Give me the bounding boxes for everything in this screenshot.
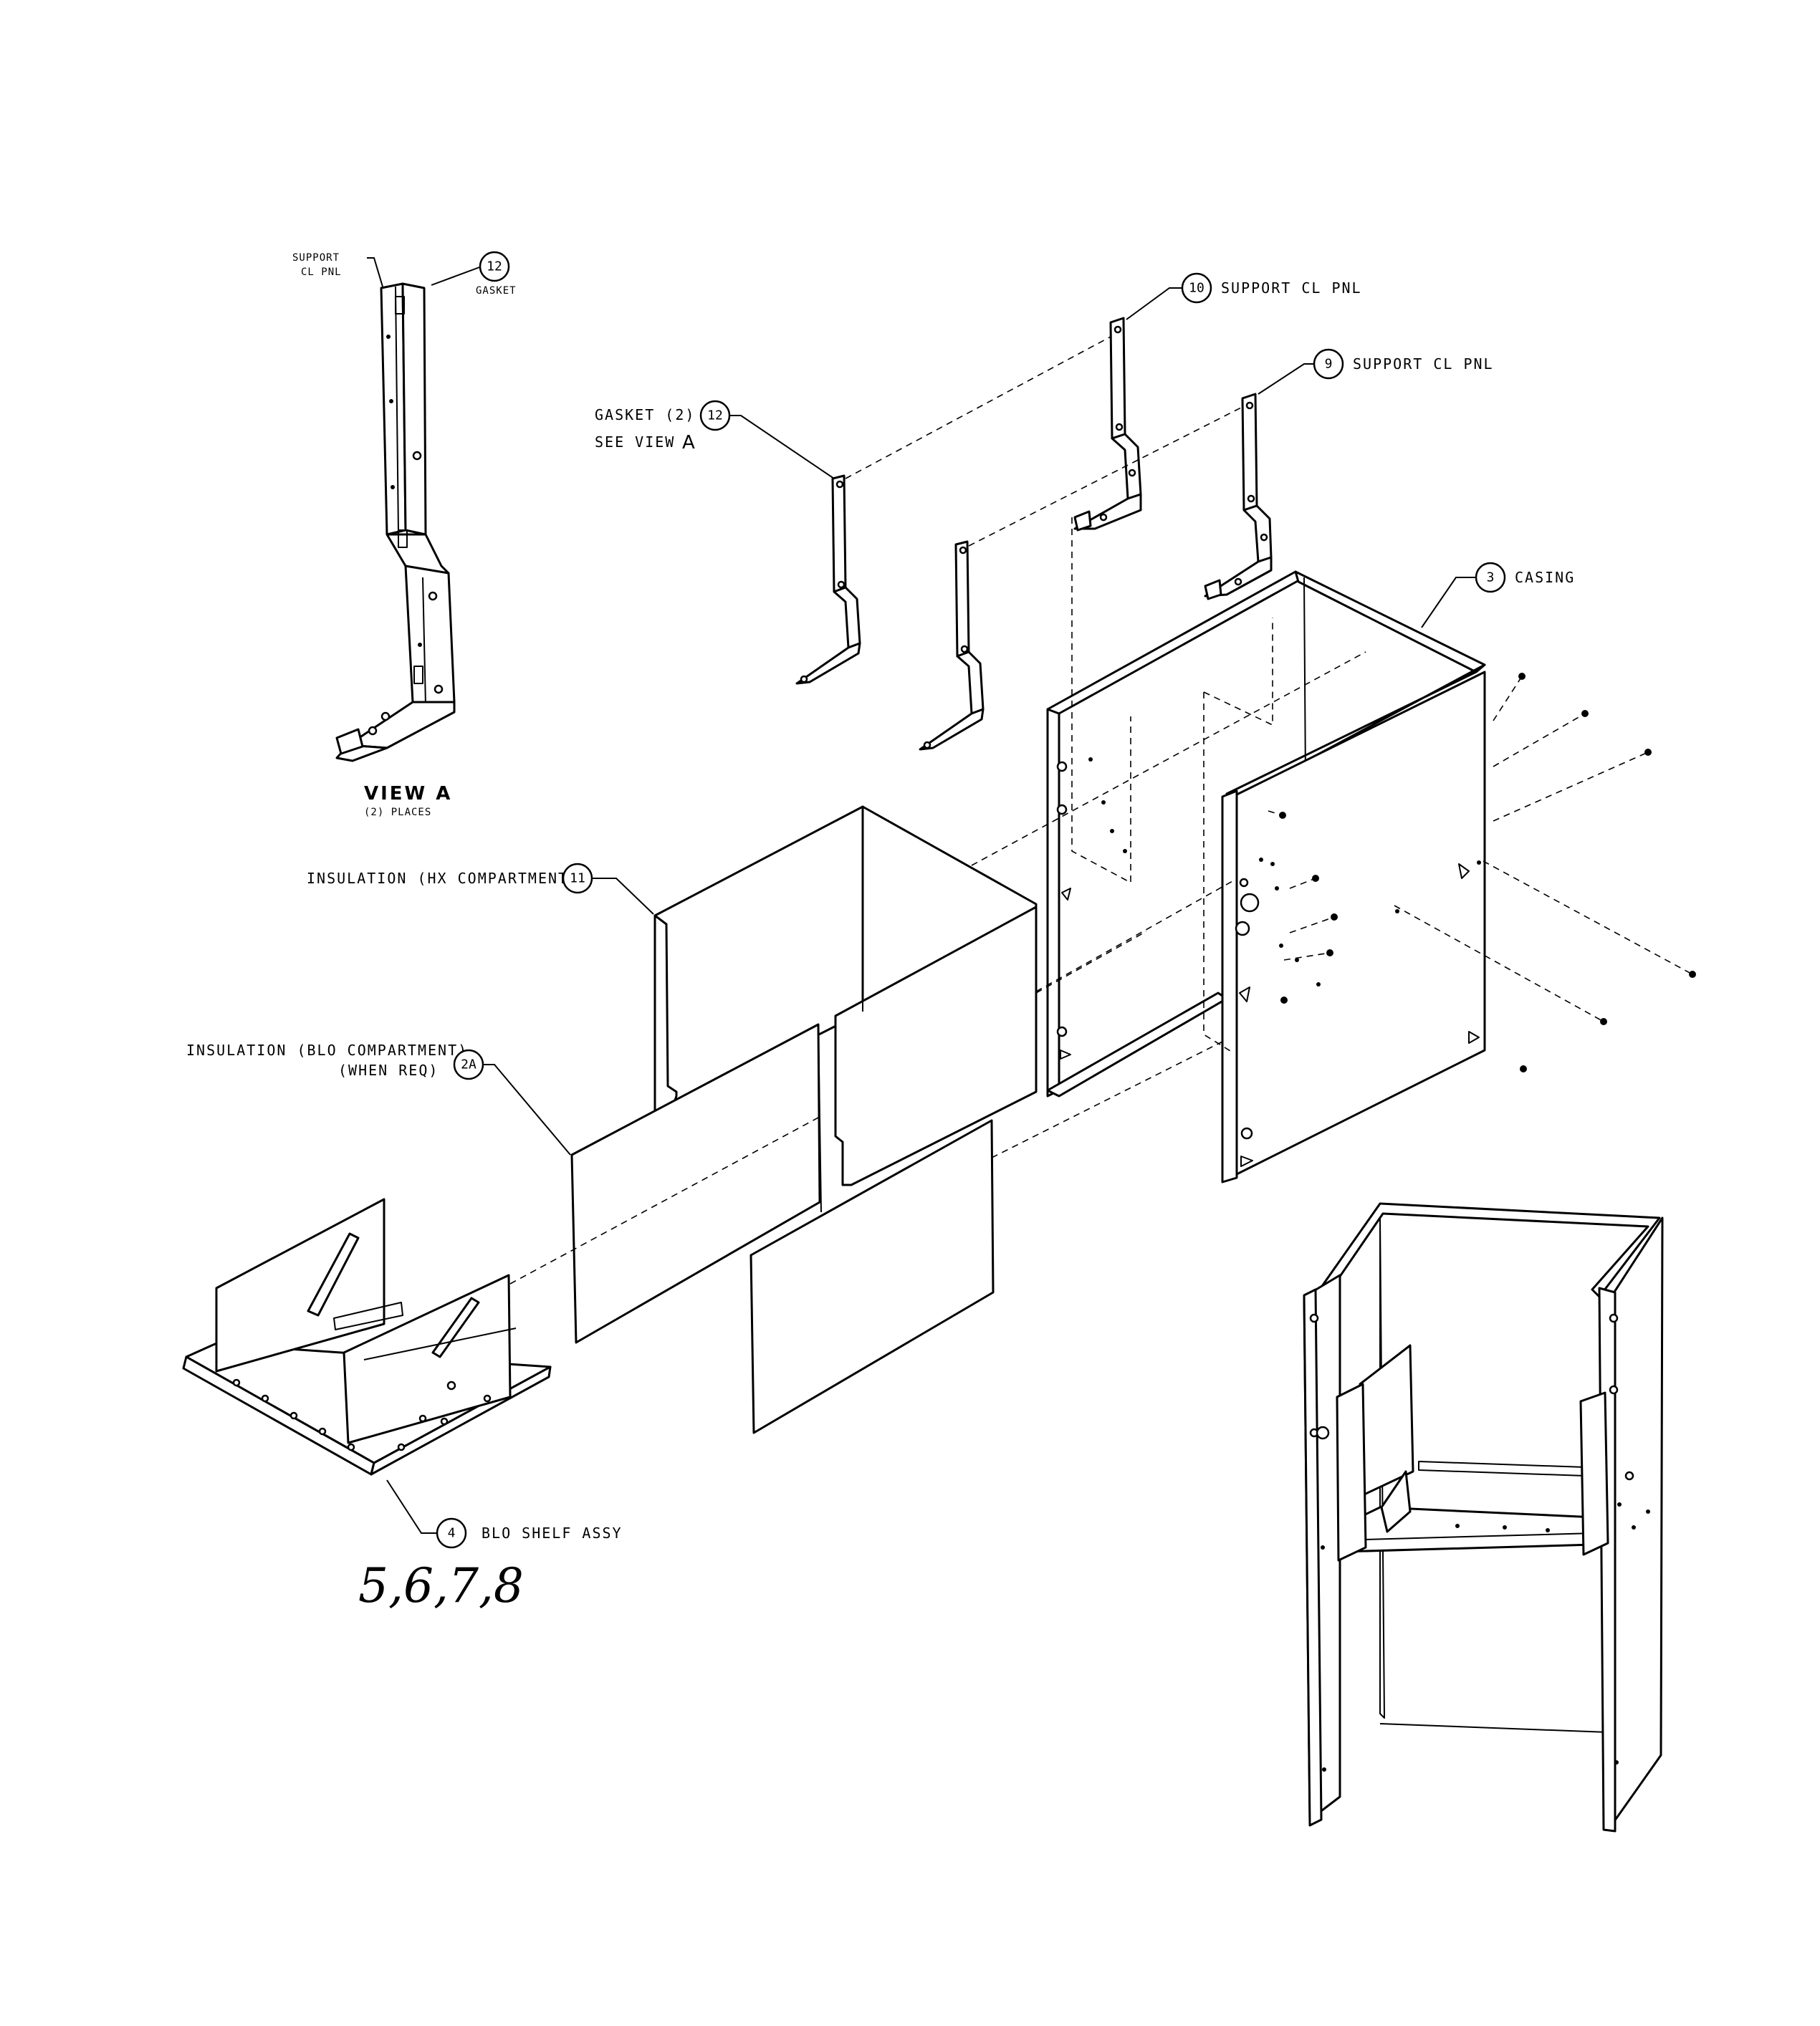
gasket-right <box>919 540 985 751</box>
balloon-11: 11 <box>562 863 593 894</box>
insulation-hx-compartment <box>653 805 1038 1186</box>
ins-blo-text: INSULATION (BLO COMPARTMENT) <box>186 1042 468 1059</box>
gasket-left <box>795 474 861 685</box>
svg-text:11: 11 <box>570 871 585 886</box>
see-view-text: SEE VIEW <box>595 433 675 451</box>
blo-shelf-text: BLO SHELF ASSY <box>482 1525 623 1542</box>
gasket-leader <box>729 415 835 479</box>
balloon-2a: 2A <box>453 1049 484 1080</box>
ins-hx-leader <box>592 878 654 915</box>
view-a-support-text: SUPPORT <box>292 252 340 264</box>
view-a-gasket-leader <box>431 266 482 286</box>
view-a-support-leader <box>367 257 383 287</box>
casing-leader <box>1421 577 1476 628</box>
assembled-unit <box>1303 1202 1664 1833</box>
svg-text:12: 12 <box>707 408 723 423</box>
support-10-leader <box>1126 287 1182 320</box>
svg-text:4: 4 <box>448 1526 456 1541</box>
blo-shelf-leader <box>386 1479 437 1534</box>
view-a-support-bracket <box>335 282 456 762</box>
casing-hidden-outline <box>1071 517 1131 884</box>
casing-text: CASING <box>1515 569 1575 586</box>
projection-lines <box>509 336 1366 1285</box>
ins-hx-text: INSULATION (HX COMPARTMENT) <box>307 870 578 887</box>
support-9-text: SUPPORT CL PNL <box>1353 355 1494 373</box>
support-cl-pnl-10 <box>1073 317 1142 532</box>
when-req-text: (WHEN REQ) <box>338 1062 439 1079</box>
svg-text:10: 10 <box>1189 281 1204 296</box>
balloon-12-view: 12 <box>479 251 510 282</box>
view-a-gasket-text: GASKET <box>476 285 517 297</box>
view-a-title: VIEW A <box>364 783 452 805</box>
see-view-letter: A <box>682 432 695 453</box>
balloon-4: 4 <box>436 1517 467 1549</box>
handwritten-note: 5,6,7,8 <box>358 1558 524 1613</box>
casing <box>1046 570 1486 1184</box>
ins-blo-leader <box>483 1064 571 1156</box>
svg-text:3: 3 <box>1487 570 1495 585</box>
support-cl-pnl-9 <box>1204 393 1273 600</box>
gasket-text: GASKET (2) <box>595 406 695 423</box>
balloon-9: 9 <box>1313 348 1344 380</box>
balloon-3: 3 <box>1475 562 1506 593</box>
view-a-cl-pnl-text: CL PNL <box>301 267 342 278</box>
support-9-leader <box>1258 363 1314 395</box>
svg-text:2A: 2A <box>461 1057 476 1072</box>
balloon-12: 12 <box>699 400 731 431</box>
casing-screw-lines <box>1268 676 1693 1022</box>
svg-text:12: 12 <box>487 259 502 274</box>
blo-shelf-assy <box>182 1198 552 1476</box>
view-a-places: (2) PLACES <box>364 807 431 818</box>
balloon-10: 10 <box>1181 272 1212 304</box>
svg-text:9: 9 <box>1325 357 1333 372</box>
support-10-text: SUPPORT CL PNL <box>1221 279 1362 297</box>
casing-hidden-outline-3 <box>1203 618 1273 726</box>
